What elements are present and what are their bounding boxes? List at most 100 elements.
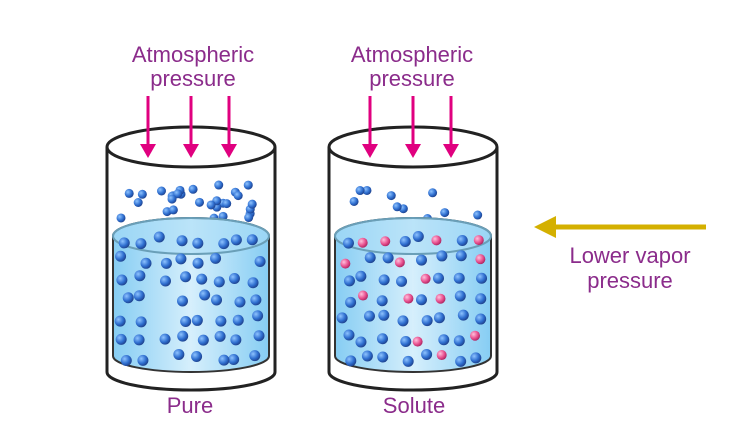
solvent-particle bbox=[399, 235, 411, 247]
vapor-particle bbox=[116, 213, 126, 223]
solvent-particle bbox=[218, 354, 230, 366]
solvent-particle bbox=[215, 315, 227, 327]
solvent-particle bbox=[455, 355, 467, 367]
solvent-particle bbox=[254, 255, 266, 267]
solute-particle bbox=[475, 254, 486, 265]
vapor-particle bbox=[194, 197, 204, 207]
solvent-particle bbox=[114, 315, 126, 327]
solvent-particle bbox=[363, 310, 375, 322]
solvent-particle bbox=[135, 316, 147, 328]
solvent-particle bbox=[336, 312, 348, 324]
solvent-particle bbox=[192, 237, 204, 249]
lower-vapor-label-line2: pressure bbox=[587, 268, 673, 293]
solvent-particle bbox=[456, 235, 468, 247]
vapor-particle bbox=[243, 180, 253, 190]
solvent-particle bbox=[210, 252, 222, 264]
solvent-particle bbox=[230, 334, 242, 346]
solvent-particle bbox=[342, 237, 354, 249]
solvent-particle bbox=[343, 275, 355, 287]
solvent-particle bbox=[197, 334, 209, 346]
solvent-particle bbox=[345, 296, 357, 308]
atmospheric-label-line2: pressure bbox=[150, 66, 236, 91]
beaker-pure: Atmospheric pressure Pure bbox=[105, 42, 277, 418]
atmospheric-label-line1: Atmospheric bbox=[351, 42, 473, 67]
solvent-particle bbox=[211, 294, 223, 306]
solvent-particle bbox=[355, 270, 367, 282]
solvent-particle bbox=[232, 314, 244, 326]
vapor-particle bbox=[247, 199, 257, 209]
solvent-particle bbox=[454, 290, 466, 302]
solvent-particle bbox=[396, 275, 408, 287]
vapor-particle bbox=[244, 213, 254, 223]
solvent-particle bbox=[214, 330, 226, 342]
solvent-particle bbox=[476, 272, 488, 284]
solvent-particle bbox=[230, 234, 242, 246]
solvent-particle bbox=[175, 253, 187, 265]
solvent-particle bbox=[475, 313, 487, 325]
solvent-particle bbox=[118, 237, 130, 249]
solute-particle bbox=[420, 273, 431, 284]
solvent-particle bbox=[115, 333, 127, 345]
vapor-particle bbox=[214, 180, 224, 190]
solvent-particle bbox=[253, 330, 265, 342]
solvent-particle bbox=[115, 250, 127, 262]
solvent-particle bbox=[364, 252, 376, 264]
solvent-particle bbox=[433, 312, 445, 324]
solvent-particle bbox=[159, 275, 171, 287]
solvent-particle bbox=[153, 231, 165, 243]
solvent-particle bbox=[343, 329, 355, 341]
vapor-particle bbox=[188, 184, 198, 194]
pressure-arrowhead bbox=[221, 144, 237, 158]
solute-particle bbox=[431, 235, 442, 246]
solvent-particle bbox=[191, 314, 203, 326]
solvent-particle bbox=[196, 273, 208, 285]
vapor-particle bbox=[137, 189, 147, 199]
solvent-particle bbox=[140, 257, 152, 269]
solute-particle bbox=[435, 293, 446, 304]
vapor-particle bbox=[168, 205, 178, 215]
solute-particle bbox=[473, 235, 484, 246]
liquid-surface bbox=[112, 217, 270, 255]
solvent-particle bbox=[400, 335, 412, 347]
solvent-particle bbox=[252, 310, 264, 322]
solvent-particle bbox=[397, 315, 409, 327]
beaker-solute: Atmospheric pressure Solute bbox=[327, 42, 499, 418]
solute-particle bbox=[436, 350, 447, 361]
solvent-particle bbox=[378, 274, 390, 286]
solute-particle bbox=[403, 293, 414, 304]
vapor-particle bbox=[386, 191, 396, 201]
solute-particle bbox=[340, 258, 351, 269]
pure-label: Pure bbox=[167, 393, 213, 418]
solvent-particle bbox=[218, 238, 230, 250]
side-arrow bbox=[534, 216, 706, 238]
solvent-particle bbox=[436, 250, 448, 262]
vapor-particle bbox=[206, 200, 216, 210]
solvent-particle bbox=[228, 273, 240, 285]
solvent-particle bbox=[192, 257, 204, 269]
solvent-particle bbox=[177, 330, 189, 342]
solvent-particle bbox=[176, 295, 188, 307]
solvent-particle bbox=[133, 290, 145, 302]
solvent-particle bbox=[377, 351, 389, 363]
solvent-particle bbox=[133, 334, 145, 346]
vapor-particle bbox=[233, 191, 243, 201]
solvent-particle bbox=[421, 315, 433, 327]
solvent-particle bbox=[378, 309, 390, 321]
solvent-particle bbox=[159, 333, 171, 345]
solvent-particle bbox=[213, 276, 225, 288]
solute-label: Solute bbox=[383, 393, 445, 418]
solvent-particle bbox=[116, 274, 128, 286]
solvent-particle bbox=[412, 230, 424, 242]
solvent-particle bbox=[421, 348, 433, 360]
lower-vapor-label-line1: Lower vapor bbox=[569, 243, 690, 268]
solvent-particle bbox=[453, 335, 465, 347]
vapor-particle bbox=[222, 199, 232, 209]
vapor-particle bbox=[349, 196, 359, 206]
solute-particle bbox=[357, 290, 368, 301]
solvent-particle bbox=[191, 350, 203, 362]
solvent-particle bbox=[415, 294, 427, 306]
vapor-particle bbox=[167, 194, 177, 204]
solvent-particle bbox=[455, 250, 467, 262]
solvent-particle bbox=[199, 289, 211, 301]
